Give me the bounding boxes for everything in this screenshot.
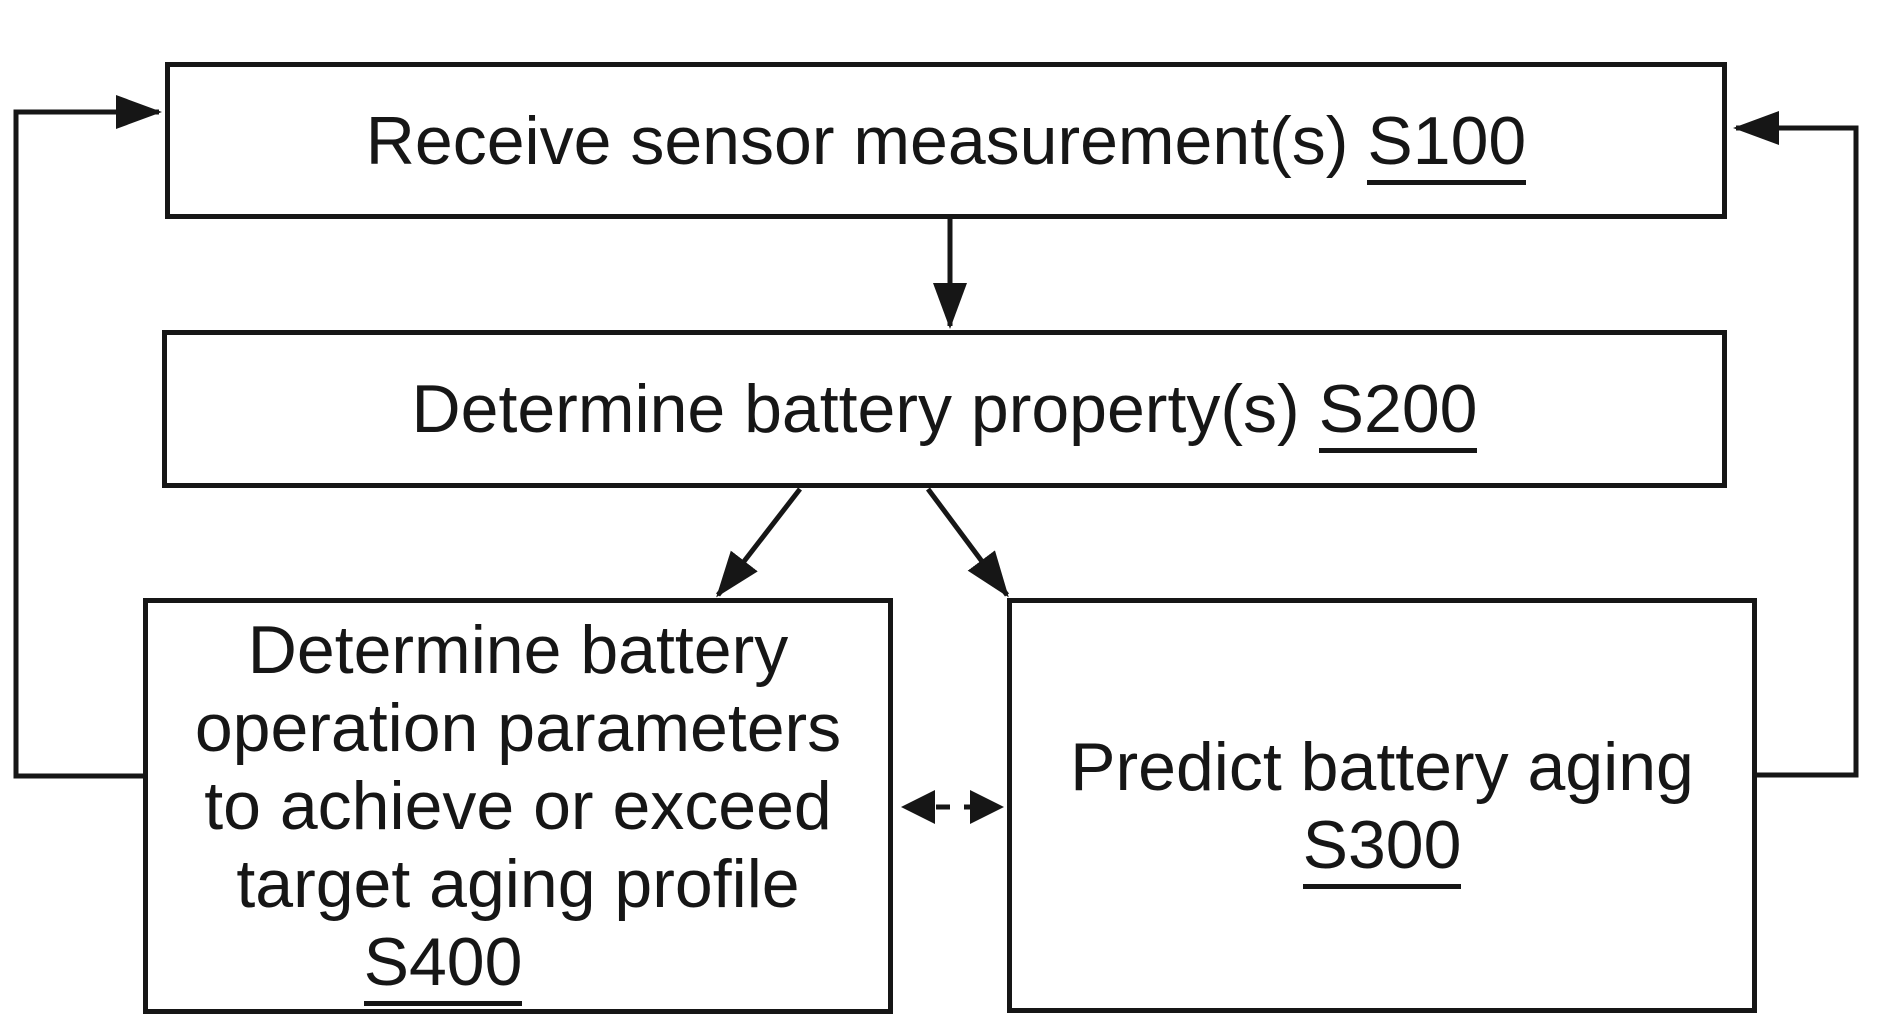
arrow-s200-to-s300 [925, 487, 1010, 598]
step-label-s300: S300 [1302, 806, 1462, 889]
dashed-link-s400-s300 [901, 790, 1004, 824]
step-label-s200: S200 [1318, 371, 1478, 453]
box-s300-step-line: S300 [1070, 806, 1694, 889]
step-label-s400: S400 [363, 924, 523, 1006]
box-s100-text: Receive sensor measurement(s) [365, 102, 1349, 179]
arrowhead-right-icon [970, 790, 1004, 824]
step-label-s100: S100 [1367, 102, 1527, 185]
box-s300-text-block: Predict battery aging S300 [1070, 728, 1694, 889]
box-s400-line2: operation parameters [194, 690, 842, 766]
arrow-s200-to-s400 [716, 487, 802, 598]
process-box-s100: Receive sensor measurement(s)S100 [165, 62, 1727, 219]
box-s200-line: Determine battery property(s)S200 [411, 370, 1478, 453]
box-s400-line4: target aging profile [236, 846, 800, 922]
box-s400-line3: to achieve or exceed [204, 768, 832, 844]
box-s400-text-block: Determine battery operation parameters t… [194, 611, 842, 1006]
process-box-s400: Determine battery operation parameters t… [143, 598, 893, 1014]
process-box-s200: Determine battery property(s)S200 [162, 330, 1727, 488]
process-box-s300: Predict battery aging S300 [1007, 598, 1757, 1013]
box-s400-line1: Determine battery [247, 612, 789, 688]
arrowhead-left-icon [901, 790, 935, 824]
feedback-loop-s400-to-s100 [13, 95, 162, 779]
box-s200-text: Determine battery property(s) [411, 371, 1300, 447]
box-s300-line1: Predict battery aging [1070, 728, 1694, 805]
box-s100-line: Receive sensor measurement(s)S100 [365, 102, 1527, 185]
box-s400-step-line: S400 [120, 923, 766, 1006]
